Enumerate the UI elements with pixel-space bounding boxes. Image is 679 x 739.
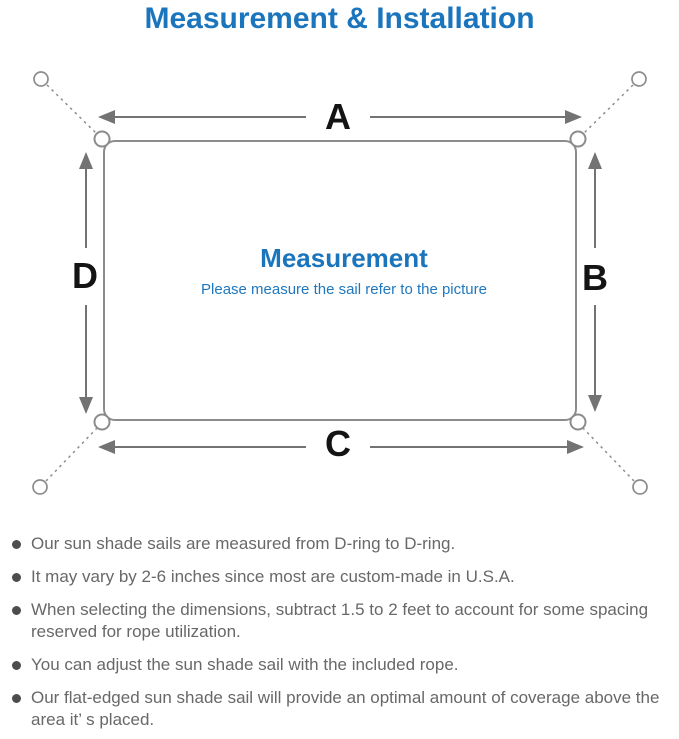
anchor-ring-icon-top-right [631,71,647,87]
sail-measurement-diagram [32,71,648,495]
bullet-icon [12,661,21,670]
measurement-caption-title: Measurement [260,243,428,273]
list-item: It may vary by 2-6 inches since most are… [10,566,670,588]
note-text: Our sun shade sails are measured from D-… [31,534,456,553]
d-ring-icon-bottom-right [569,413,587,431]
page-title: Measurement & Installation [144,2,535,35]
list-item: When selecting the dimensions, subtract … [10,599,670,643]
bullet-icon [12,573,21,582]
dimension-label-a: A [325,96,351,137]
bullet-icon [12,694,21,703]
sail-outline [103,140,577,421]
bullet-icon [12,606,21,615]
anchor-ring-icon-bottom-left [32,479,48,495]
list-item: Our sun shade sails are measured from D-… [10,533,670,555]
note-text: Our flat-edged sun shade sail will provi… [31,688,660,729]
rope-dashed-line-top-left [46,84,99,136]
sail-center-caption: Measurement Please measure the sail refe… [201,243,487,298]
d-ring-icon-top-left [93,130,111,148]
note-text: When selecting the dimensions, subtract … [31,600,649,641]
rope-dashed-line-bottom-right [581,426,635,482]
rope-dashed-line-bottom-left [45,426,99,482]
d-ring-icon-top-right [569,130,587,148]
note-text: It may vary by 2-6 inches since most are… [31,567,515,586]
dimension-label-b: B [582,257,608,298]
note-text: You can adjust the sun shade sail with t… [31,655,459,674]
d-ring-icon-bottom-left [93,413,111,431]
notes-list: Our sun shade sails are measured from D-… [10,533,670,739]
dimension-label-c: C [325,423,351,464]
list-item: Our flat-edged sun shade sail will provi… [10,687,670,731]
anchor-ring-icon-top-left [33,71,49,87]
bullet-icon [12,540,21,549]
rope-dashed-line-top-right [581,84,634,136]
anchor-ring-icon-bottom-right [632,479,648,495]
list-item: You can adjust the sun shade sail with t… [10,654,670,676]
dimension-label-d: D [72,255,98,296]
measurement-caption-subtitle: Please measure the sail refer to the pic… [201,281,487,298]
